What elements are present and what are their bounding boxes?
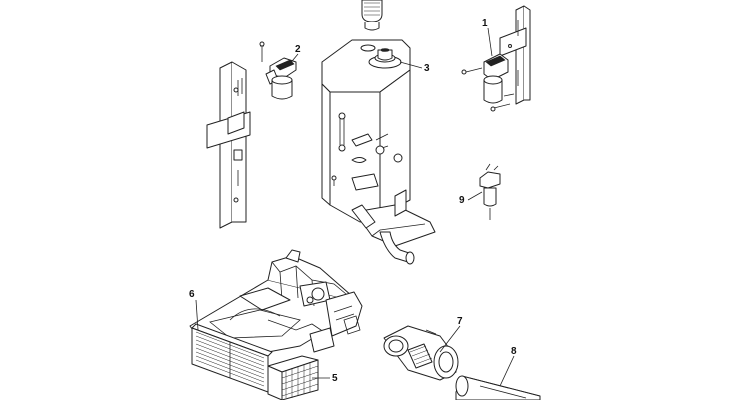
cab-base-frame [189, 249, 363, 353]
svg-text:5: 5 [332, 373, 338, 384]
svg-text:1: 1 [482, 18, 488, 29]
part-5-square-filter [267, 355, 319, 400]
part-1-filter-assembly [461, 5, 531, 112]
callout-6: 6 [189, 289, 199, 331]
callout-9: 9 [459, 191, 483, 206]
callout-8: 8 [499, 346, 517, 387]
svg-text:2: 2 [295, 44, 301, 55]
svg-text:9: 9 [459, 195, 465, 206]
left-frame-bracket [206, 61, 251, 229]
svg-text:6: 6 [189, 289, 195, 300]
svg-text:7: 7 [457, 316, 463, 327]
callout-3: 3 [399, 61, 430, 74]
top-filter-cartridge [361, 0, 383, 31]
svg-text:3: 3 [424, 63, 430, 74]
tank [321, 39, 436, 265]
callout-5: 5 [312, 373, 338, 384]
callout-2: 2 [287, 44, 301, 67]
svg-text:8: 8 [511, 346, 517, 357]
callout-1: 1 [482, 18, 493, 57]
part-9-inline-filter [479, 163, 501, 220]
part-8-filter-cartridge [455, 375, 541, 400]
part-2-filter-assembly [259, 41, 297, 100]
part-7-precleaner [383, 325, 459, 381]
callout-7: 7 [439, 316, 463, 353]
